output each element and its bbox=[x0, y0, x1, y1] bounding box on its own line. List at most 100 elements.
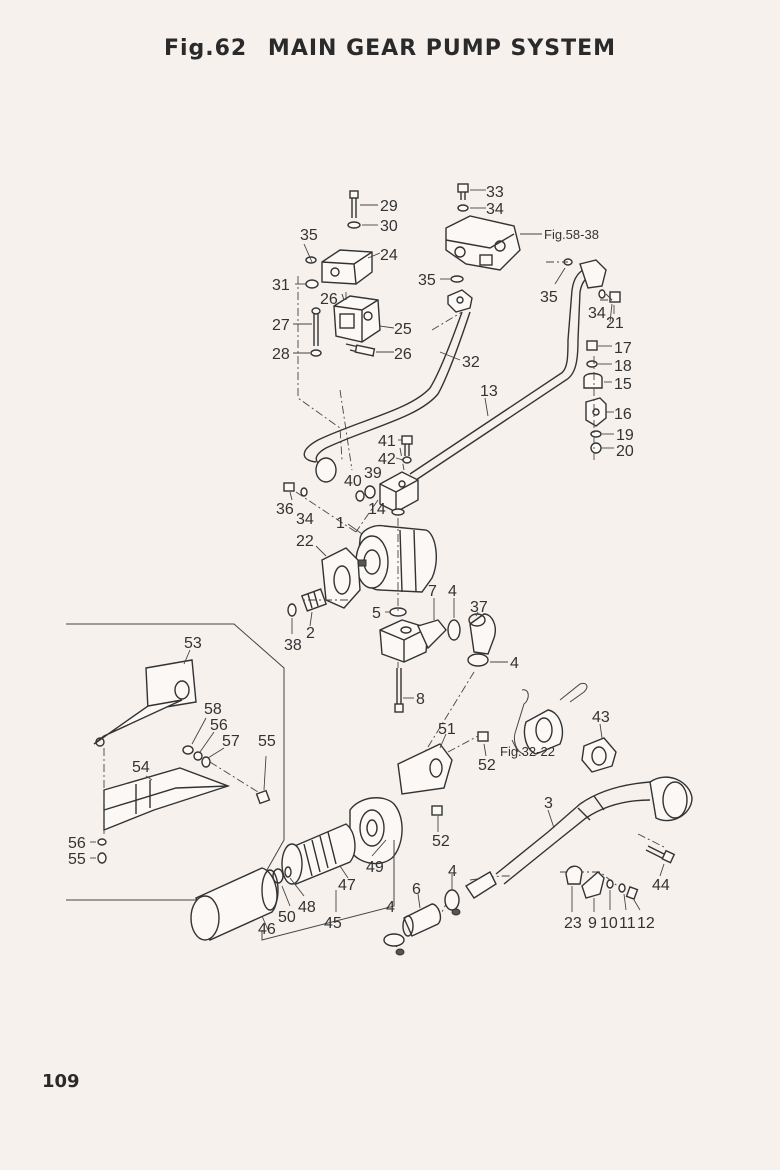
label-31: 31 bbox=[272, 277, 290, 294]
label-1: 1 bbox=[336, 515, 345, 532]
label-20: 20 bbox=[616, 443, 634, 460]
washer-58 bbox=[182, 717, 207, 755]
filter-head-49 bbox=[349, 797, 403, 865]
hose-clamp-4b bbox=[467, 653, 508, 667]
bracket-54 bbox=[103, 767, 231, 832]
filter-case-46 bbox=[190, 867, 279, 941]
hose-clamp-4c bbox=[383, 933, 405, 956]
label-49: 49 bbox=[366, 859, 384, 876]
filter-bracket-51 bbox=[397, 733, 453, 795]
bolt-52a bbox=[447, 731, 489, 757]
clamp-15 bbox=[583, 372, 612, 389]
bolt-21 bbox=[609, 291, 621, 314]
bracket-53 bbox=[93, 649, 197, 747]
label-4a: 4 bbox=[448, 583, 457, 600]
page-number: 109 bbox=[42, 1071, 80, 1092]
label-44: 44 bbox=[652, 877, 670, 894]
filter-element-47 bbox=[281, 823, 356, 885]
nut-55b bbox=[90, 852, 107, 864]
valve-block-24 bbox=[321, 249, 381, 285]
label-23: 23 bbox=[564, 915, 582, 932]
label-4d: 4 bbox=[386, 899, 395, 916]
bolt-36 bbox=[283, 482, 295, 501]
label-4c: 4 bbox=[448, 863, 457, 880]
washer-34c bbox=[598, 289, 606, 299]
label-3: 3 bbox=[544, 795, 553, 812]
flange-32 bbox=[447, 289, 473, 313]
label-12: 12 bbox=[637, 915, 655, 932]
label-39: 39 bbox=[364, 465, 382, 482]
label-35c: 35 bbox=[540, 289, 558, 306]
bolt-41 bbox=[398, 435, 413, 456]
label-33: 33 bbox=[486, 184, 504, 201]
oring-50 bbox=[284, 866, 292, 878]
figure-name: MAIN GEAR PUMP SYSTEM bbox=[267, 36, 617, 61]
label-35b: 35 bbox=[418, 272, 436, 289]
label-35a: 35 bbox=[300, 227, 318, 244]
label-34b: 34 bbox=[588, 305, 606, 322]
washer-34d bbox=[300, 487, 308, 497]
label-46: 46 bbox=[258, 921, 276, 938]
tank-outlet-ref bbox=[511, 683, 588, 755]
label-55b: 55 bbox=[68, 851, 86, 868]
washer-19 bbox=[590, 430, 614, 438]
spring-26 bbox=[341, 293, 394, 357]
valve-bolt-29 bbox=[349, 190, 378, 218]
washer-11 bbox=[618, 883, 627, 911]
label-51: 51 bbox=[438, 721, 456, 738]
washer-34 bbox=[457, 204, 486, 212]
suction-pipe-3 bbox=[465, 776, 693, 899]
label-4b: 4 bbox=[510, 655, 519, 672]
bolt-55a bbox=[209, 755, 271, 805]
label-26b: 26 bbox=[394, 346, 412, 363]
washer-18 bbox=[586, 360, 612, 368]
elbow-flange bbox=[379, 619, 429, 663]
oring-35c bbox=[554, 258, 573, 285]
label-fig58-ref: Fig.58-38 bbox=[544, 227, 599, 242]
label-8: 8 bbox=[416, 691, 425, 708]
washer-56b bbox=[90, 838, 107, 846]
label-32: 32 bbox=[462, 354, 480, 371]
label-25: 25 bbox=[394, 321, 412, 338]
label-52b: 52 bbox=[432, 833, 450, 850]
hose-7 bbox=[417, 598, 447, 650]
clamp-23 bbox=[565, 865, 583, 912]
hose-6 bbox=[402, 893, 442, 937]
flange-14 bbox=[379, 471, 419, 516]
label-40: 40 bbox=[344, 473, 362, 490]
bolt-12 bbox=[625, 886, 641, 911]
nut-31 bbox=[295, 279, 319, 289]
bracket-16 bbox=[585, 397, 614, 427]
washer-10 bbox=[606, 879, 614, 910]
label-58: 58 bbox=[204, 701, 222, 718]
gasket-43 bbox=[581, 723, 617, 773]
washer-56 bbox=[193, 731, 215, 761]
label-54: 54 bbox=[132, 759, 150, 776]
label-24: 24 bbox=[380, 247, 398, 264]
oring-5 bbox=[385, 607, 407, 617]
label-27: 27 bbox=[272, 317, 290, 334]
washer-42 bbox=[395, 456, 412, 464]
bolt-8 bbox=[394, 668, 414, 713]
label-50: 50 bbox=[278, 909, 296, 926]
label-10: 10 bbox=[600, 915, 618, 932]
pipe-13-flange bbox=[579, 259, 607, 289]
coupling-2 bbox=[300, 588, 328, 627]
bolt-44 bbox=[645, 845, 676, 877]
label-5: 5 bbox=[372, 605, 381, 622]
label-6: 6 bbox=[412, 881, 421, 898]
washer-30 bbox=[347, 221, 378, 229]
label-56a: 56 bbox=[210, 717, 228, 734]
washer-40 bbox=[355, 490, 365, 502]
label-45: 45 bbox=[324, 915, 342, 932]
label-57: 57 bbox=[222, 733, 240, 750]
label-47: 47 bbox=[338, 877, 356, 894]
label-37: 37 bbox=[470, 599, 488, 616]
label-43: 43 bbox=[592, 709, 610, 726]
snap-ring-38 bbox=[287, 603, 297, 634]
label-53: 53 bbox=[184, 635, 202, 652]
label-41: 41 bbox=[378, 433, 396, 450]
nut-20 bbox=[590, 442, 614, 454]
label-29: 29 bbox=[380, 198, 398, 215]
